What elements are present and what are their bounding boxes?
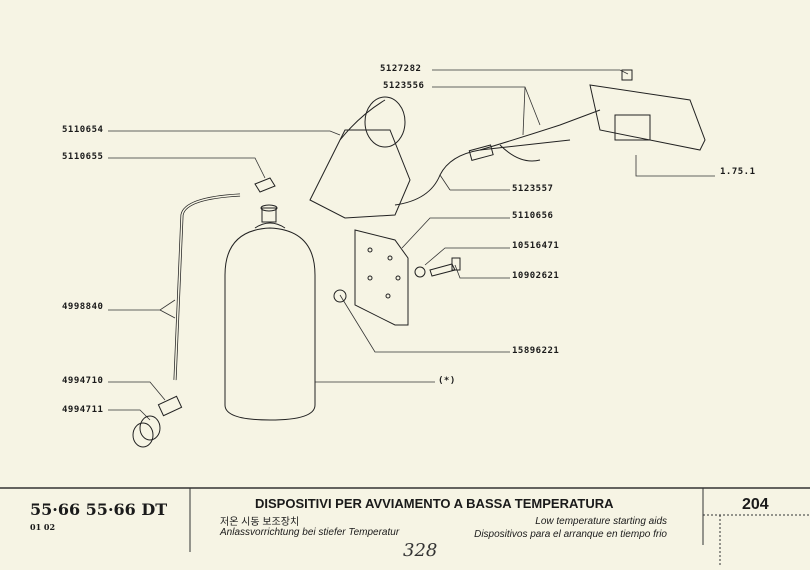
- part-number: 1.75.1: [720, 167, 756, 177]
- part-number: (*): [438, 376, 456, 386]
- fitting: [132, 395, 183, 448]
- bolt-washer: [414, 257, 461, 278]
- title-italian: DISPOSITIVI PER AVVIAMENTO A BASSA TEMPE…: [255, 496, 614, 511]
- leader-lines: [108, 69, 715, 421]
- hose: [173, 177, 276, 381]
- part-number: 5110654: [62, 125, 104, 135]
- part-number: 4998840: [62, 302, 104, 312]
- part-number: 4994710: [62, 376, 104, 386]
- heater-unit: [309, 96, 411, 219]
- title-english: Low temperature starting aids: [535, 516, 667, 527]
- part-number: 10902621: [512, 271, 560, 281]
- title-german: Anlassvorrichtung bei stiefer Temperatur: [220, 527, 400, 538]
- title-korean: 저온 시동 보조장치: [220, 517, 300, 528]
- handwritten-note: 328: [403, 540, 438, 561]
- control-unit: [589, 69, 706, 151]
- part-number: 5123556: [383, 81, 425, 91]
- page-number: 204: [742, 496, 769, 513]
- model-variants: 01 02: [30, 522, 56, 532]
- part-number: 5110655: [62, 152, 104, 162]
- model-name: 55·66 55·66 DT: [30, 500, 168, 519]
- wiring-harness: [394, 109, 601, 206]
- mounting-bracket: [333, 229, 409, 326]
- gas-bottle: [224, 204, 316, 421]
- part-number: 15896221: [512, 346, 560, 356]
- part-number: 5127282: [380, 64, 422, 74]
- footer-rules: [0, 487, 810, 565]
- part-number: 5123557: [512, 184, 554, 194]
- part-number: 5110656: [512, 211, 554, 221]
- title-spanish: Dispositivos para el arranque en tiempo …: [474, 529, 667, 540]
- part-number: 10516471: [512, 241, 560, 251]
- part-number: 4994711: [62, 405, 104, 415]
